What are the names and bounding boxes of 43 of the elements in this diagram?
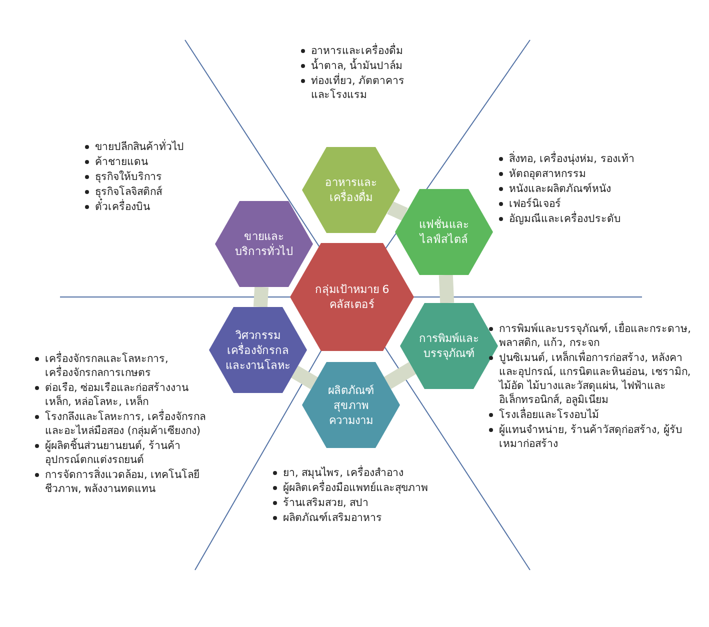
hexagon-label: วิศวกรรมเครื่องจักรกลและงานโลหะ (224, 328, 292, 372)
bullet-item: ท่องเที่ยว, ภัตตาคารและโรงแรม (311, 75, 405, 101)
connector-band (253, 286, 269, 308)
bullet-item: หัตถอุตสาหกรรม (509, 168, 586, 180)
bullet-item: เฟอร์นิเจอร์ (509, 198, 561, 210)
bullet-item: โรงกลึงและโลหะการ, เครื่องจักรกลและอะไหล่มือสอง (กลุ่มค้าเซียงกง) (45, 411, 206, 437)
bullet-item: อัญมณีและเครื่องประดับ (509, 213, 621, 225)
hexagon (400, 303, 498, 389)
bullet-item: ผลิตภัณฑ์เสริมอาหาร (283, 512, 382, 524)
bullet-item: ค้าชายแดน (95, 156, 148, 168)
connector-band (384, 362, 416, 390)
hexagon-label: การพิมพ์และบรรจุภัณฑ์ (418, 331, 480, 361)
hexagon-label: ผลิตภัณฑ์สุขภาพความงาม (327, 382, 375, 428)
bullet-item: อาหารและเครื่องดื่ม (311, 45, 403, 57)
hexagon (395, 189, 493, 275)
hexagon (215, 201, 313, 287)
bullet-item: ผู้ผลิตชิ้นส่วนยานยนต์, ร้านค้าอุปกรณ์ตกแต่งรถยนต์ (45, 440, 181, 466)
bullet-item: ยา, สมุนไพร, เครื่องสำอาง (283, 467, 404, 479)
bullet-item: การพิมพ์และบรรจุภัณฑ์, เยื่อและกระดาษ, พลาสติก, แก้ว, กระจก (499, 323, 692, 349)
hexagon-label: อาหารและเครื่องดื่ม (324, 175, 378, 205)
bullet-item: สิ่งทอ, เครื่องนุ่งห่ม, รองเท้า (509, 153, 634, 165)
connector-band (438, 274, 454, 304)
bullet-item: น้ำตาล, น้ำมันปาล์ม (311, 60, 403, 72)
bullet-item: การจัดการสิ่งแวดล้อม, เทคโนโลยีชีวภาพ, พลังงานทดแทน (45, 469, 200, 495)
hexagon-label: กลุ่มเป้าหมาย 6 คลัสเตอร์ (314, 282, 390, 312)
bullet-item: ผู้ผลิตเครื่องมือแพทย์และสุขภาพ (283, 482, 428, 494)
bullet-item: หนังและผลิตภัณฑ์หนัง (509, 183, 611, 195)
bullet-item: ปูนซิเมนต์, เหล็กเพื่อการก่อสร้าง, หลังคาและอุปกรณ์, แกรนิตและหินอ่อน, เซรามิก, ไม้อัด ไม้บางและวัสดุแผ่น, ไฟฟ้าและอิเล็กทรอนิกส์, อลูมิเนียม (499, 352, 691, 406)
hexagon-label: ขายและบริการทั่วไป (234, 229, 294, 259)
hexagon (302, 362, 400, 448)
bullet-item: ขายปลีกสินค้าทั่วไป (95, 141, 184, 153)
bullet-item: ธุรกิจโลจิสติกส์ (95, 186, 162, 198)
bullet-item: โรงเลื่อยและโรงอบไม้ (499, 409, 599, 421)
hexagon (209, 307, 307, 393)
bullet-item: เครื่องจักรกลและโลหะการ, เครื่องจักรกลการเกษตร (45, 353, 168, 379)
hexagon-label: แฟชั่นและไลฟ์สไตล์ (418, 217, 470, 247)
bullet-item: ธุรกิจให้บริการ (95, 171, 162, 183)
hexagon (302, 147, 400, 233)
bullet-item: ร้านเสริมสวย, สปา (283, 497, 369, 509)
connector-band (291, 366, 318, 390)
bullet-item: ผู้แทนจำหน่าย, ร้านค้าวัสดุก่อสร้าง, ผู้รับเหมาก่อสร้าง (499, 424, 682, 450)
bullet-item: ต่อเรือ, ซ่อมเรือและก่อสร้างงานเหล็ก, หล่อโลหะ, เหล็ก (45, 382, 189, 408)
connector-band (387, 201, 408, 221)
